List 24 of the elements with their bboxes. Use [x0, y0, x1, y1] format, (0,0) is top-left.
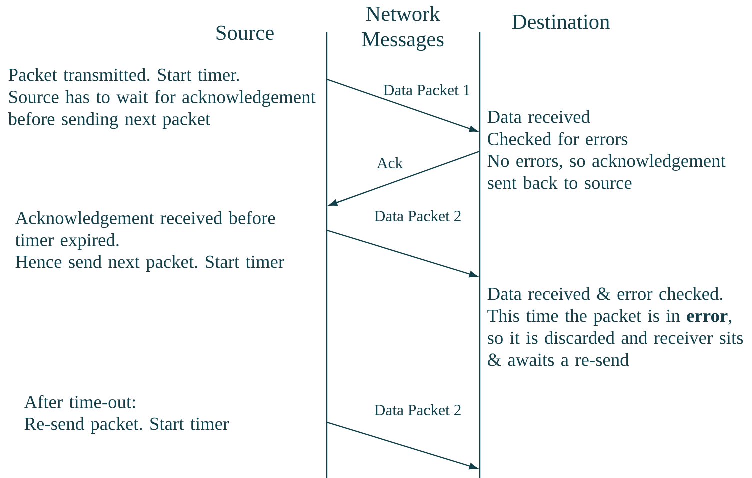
- note-text: Re-send packet. Start timer: [24, 417, 229, 434]
- note-text: This time the packet is in error, so it is discarded and receiver sits & awaits a re-send: [488, 309, 744, 366]
- column-heading: Source: [216, 26, 274, 40]
- column-heading: Network Messages: [362, 6, 444, 51]
- note-text: Acknowledgement received before timer expired.: [15, 211, 276, 250]
- note-text: Data received & error checked.: [488, 287, 723, 300]
- lifeline: [326, 31, 328, 478]
- edge-label: Data Packet 2: [374, 404, 461, 416]
- edge-label: Data Packet 2: [374, 210, 461, 222]
- note-text: No errors, so acknowledgement sent back to source: [488, 154, 726, 190]
- message-arrow: [326, 78, 478, 132]
- note-text: After time-out:: [24, 395, 136, 408]
- message-arrow: [326, 230, 478, 278]
- note-text: Checked for errors: [488, 132, 628, 146]
- edge-label: Ack: [377, 157, 404, 169]
- message-arrow: [326, 422, 478, 470]
- column-heading: Destination: [512, 14, 610, 30]
- message-arrow: [328, 150, 480, 206]
- note-text: Source has to wait for acknowledgement before sending next packet: [8, 90, 316, 130]
- lifeline: [479, 31, 481, 478]
- note-text: Packet transmitted. Start timer.: [8, 68, 240, 82]
- edge-label: Data Packet 1: [384, 84, 470, 96]
- note-text: Data received: [488, 110, 590, 124]
- note-text: Hence send next packet. Start timer: [16, 255, 284, 272]
